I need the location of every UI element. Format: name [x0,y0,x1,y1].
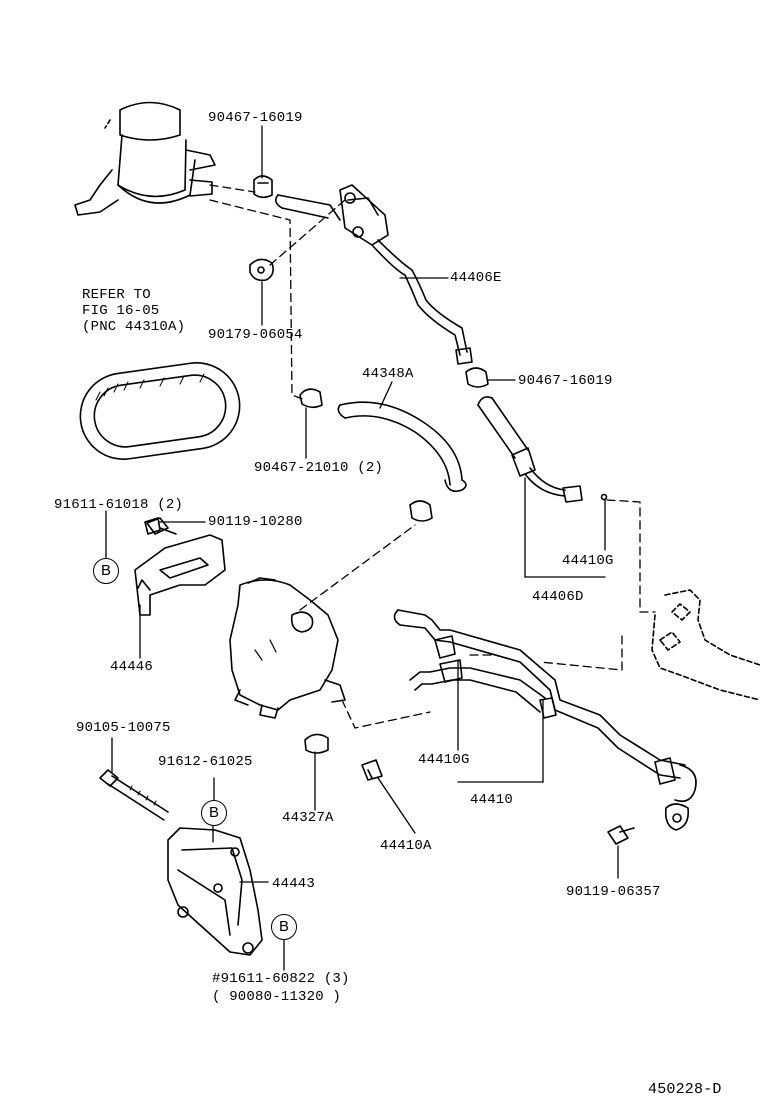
refer-to-line-1: REFER TO [82,287,151,303]
label-91611-60822[interactable]: #91611-60822 (3) [212,971,350,987]
clamp-90467-16019-right [465,367,489,388]
callout-badge-b-2[interactable]: B [201,800,227,826]
label-44406E[interactable]: 44406E [450,270,502,286]
reservoir-tank [74,101,216,216]
clamp-44327A [304,733,329,754]
label-90179-06054[interactable]: 90179-06054 [208,327,303,343]
callout-badge-b-3[interactable]: B [271,914,297,940]
hose-assembly-44410 [393,609,697,831]
hose-44406D [477,396,608,503]
steering-gear-housing [651,589,760,701]
hose-44348A [337,401,467,493]
label-44443[interactable]: 44443 [272,876,316,892]
leader-lines [105,125,619,971]
label-44406D[interactable]: 44406D [532,589,584,605]
label-44327A[interactable]: 44327A [282,810,334,826]
label-91612-61025[interactable]: 91612-61025 [158,754,253,770]
bracket-44446 [134,517,226,616]
clamp-90467-16019-top [253,175,273,199]
label-44410G-upper[interactable]: 44410G [562,553,614,569]
label-90105-10075[interactable]: 90105-10075 [76,720,171,736]
figure-code: 450228-D [648,1081,722,1098]
refer-to-note: REFER TO FIG 16-05 (PNC 44310A) [82,287,185,335]
label-44410G-lower[interactable]: 44410G [418,752,470,768]
label-90119-06357[interactable]: 90119-06357 [566,884,661,900]
label-90467-16019-top[interactable]: 90467-16019 [208,110,303,126]
dashed-connectors [209,184,656,729]
bolt-90119-10280 [144,517,161,535]
label-44446[interactable]: 44446 [110,659,154,675]
label-90119-10280[interactable]: 90119-10280 [208,514,303,530]
label-44348A[interactable]: 44348A [362,366,414,382]
label-44410[interactable]: 44410 [470,792,514,808]
fitting-44410A [361,759,383,781]
drive-belt [79,362,241,460]
label-90080-11320[interactable]: ( 90080-11320 ) [212,989,342,1005]
clamp-90179-06054 [249,258,274,282]
refer-to-line-2: FIG 16-05 [82,303,160,319]
clamp-mid [409,500,433,522]
label-90467-16019-right[interactable]: 90467-16019 [518,373,613,389]
label-91611-61018[interactable]: 91611-61018 (2) [54,497,184,513]
callout-badge-b-1[interactable]: B [93,558,119,584]
label-44410A[interactable]: 44410A [380,838,432,854]
bolt-90119-06357 [607,825,635,845]
clamp-90467-21010 [299,388,323,409]
refer-to-line-3: (PNC 44310A) [82,319,186,335]
label-90467-21010[interactable]: 90467-21010 (2) [254,460,384,476]
bolt-90105-10075 [99,769,169,821]
hose-44406E [274,184,473,365]
bracket-44443 [167,827,263,956]
power-steering-pump [229,577,346,719]
